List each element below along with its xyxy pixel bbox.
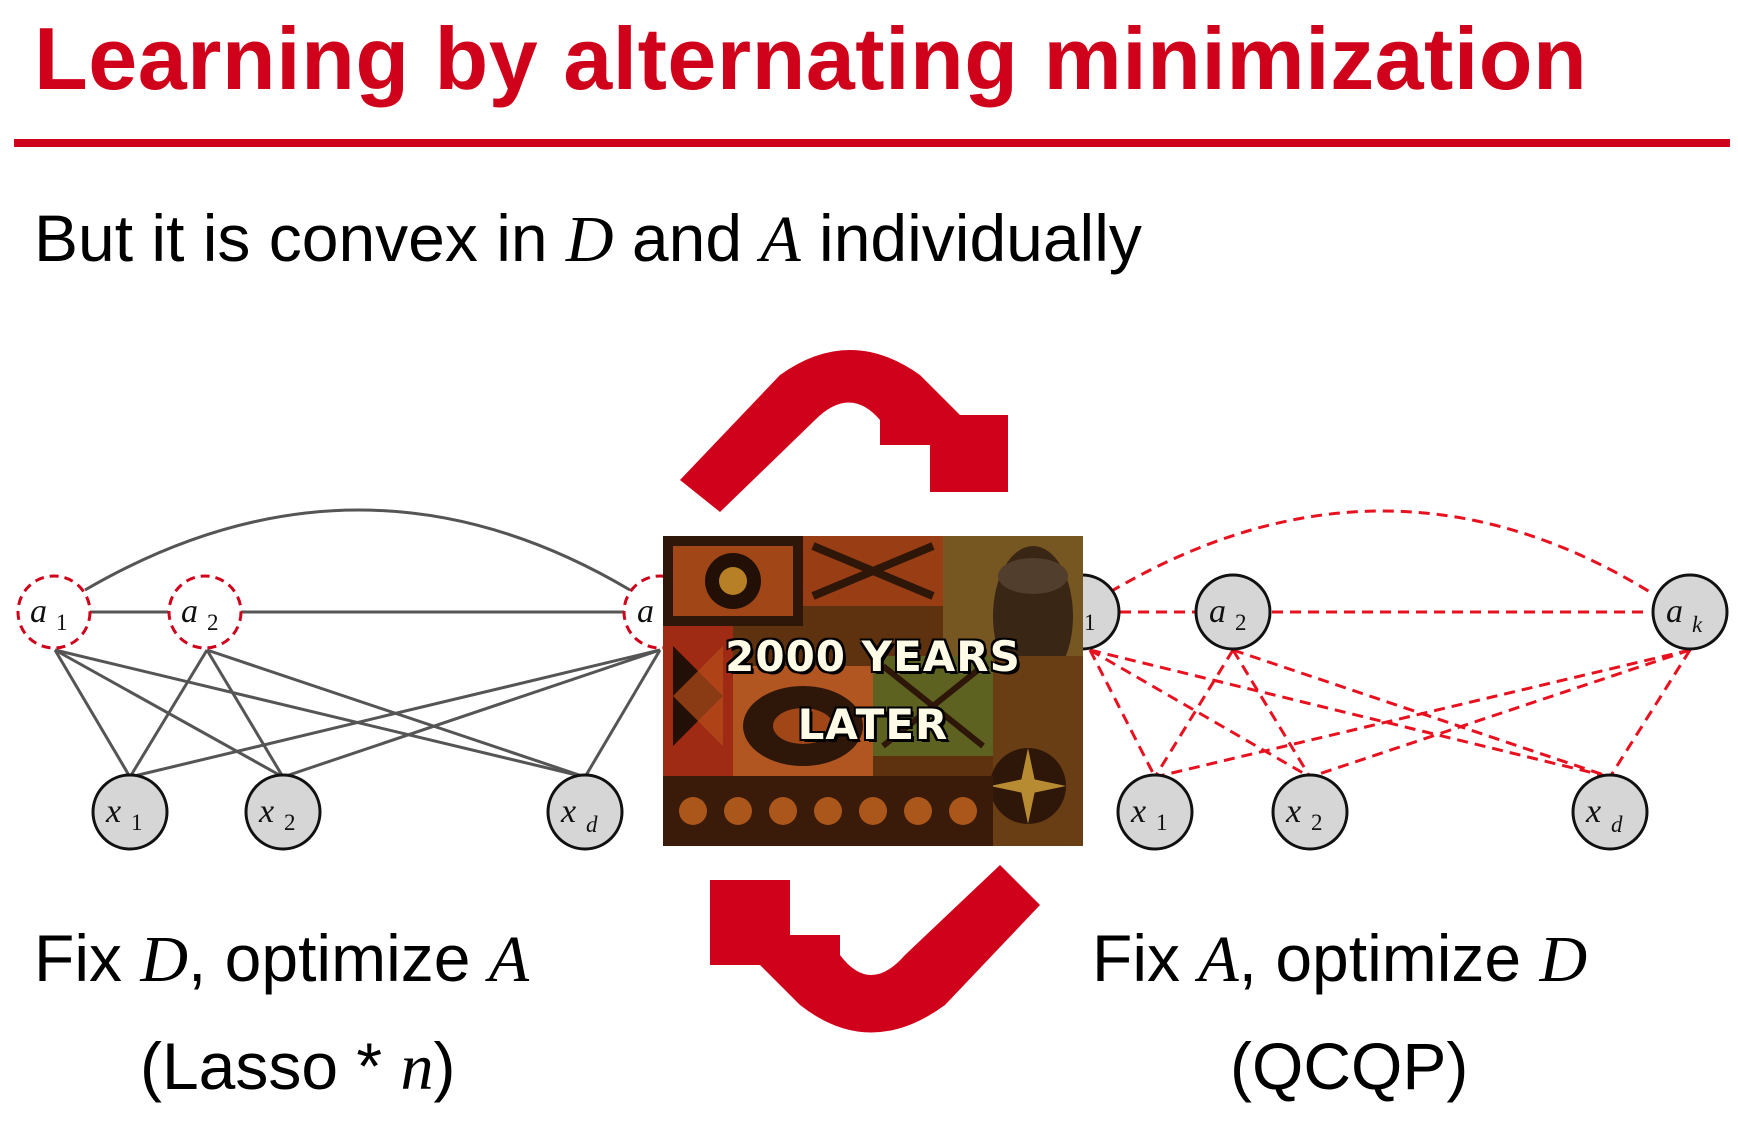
edge-r-ak-xd (1608, 649, 1692, 778)
svg-text:x: x (1285, 793, 1301, 830)
subtitle-var-a: A (760, 203, 801, 276)
right-caption-mid: , optimize (1238, 921, 1540, 995)
svg-text:x: x (560, 793, 576, 830)
edge-ak-x1 (129, 648, 661, 779)
subtitle: But it is convex in D and A individually (34, 200, 1142, 278)
svg-text:a: a (181, 593, 198, 630)
edge-r-a1-x2 (1089, 648, 1311, 779)
svg-text:1: 1 (1084, 610, 1096, 635)
svg-text:k: k (1692, 612, 1703, 637)
edge-r-a2-x2 (1231, 649, 1312, 778)
left-caption-line2-post: ) (433, 1029, 456, 1103)
right-graph-nodes: 1 a 2 a k x 1 x 2 (1043, 573, 1729, 851)
edge-r-ak-x2 (1309, 648, 1691, 779)
bottom-curved-arrow-icon (710, 865, 1040, 1033)
time-skip-banner-image: 2000 YEARS LATER (663, 536, 1083, 846)
edge-a2-x1 (128, 649, 209, 778)
edge-ak-xd (583, 649, 662, 778)
svg-text:2: 2 (1311, 810, 1323, 835)
right-node-x1: x 1 (1116, 773, 1194, 851)
left-node-xd: x d (546, 773, 624, 851)
right-graph-edges (1088, 509, 1692, 779)
right-node-ak: a k (1651, 573, 1729, 651)
svg-text:2: 2 (284, 810, 296, 835)
subtitle-text-pre: But it is convex in (34, 201, 566, 275)
svg-text:x: x (1130, 793, 1146, 830)
title-divider (14, 139, 1730, 147)
slide-title: Learning by alternating minimization (34, 9, 1588, 108)
edge-a1-xd (54, 648, 586, 779)
left-graph-edges (53, 508, 662, 779)
svg-text:a: a (1209, 593, 1226, 630)
left-caption-line-1: Fix D, optimize A (34, 920, 529, 998)
left-node-x1: x 1 (91, 773, 169, 851)
svg-text:a: a (637, 593, 654, 630)
svg-text:a: a (30, 593, 47, 630)
left-caption-mid: , optimize (188, 921, 489, 995)
left-node-a2: a 2 (167, 574, 243, 650)
right-node-a2: a 2 (1194, 573, 1272, 651)
edge-r-a2-x1 (1153, 649, 1235, 778)
svg-text:2: 2 (207, 610, 219, 635)
edge-ak-x2 (282, 648, 661, 779)
left-graph-nodes: a 1 a 2 a x 1 x 2 (16, 574, 698, 851)
edge-r-a1-x1 (1088, 649, 1157, 778)
right-caption-line-1: Fix A, optimize D (1092, 920, 1587, 998)
right-node-xd: x d (1571, 773, 1649, 851)
banner-text-line-2: LATER (797, 700, 949, 749)
svg-text:x: x (258, 793, 274, 830)
left-caption-line2-pre: (Lasso * (140, 1029, 401, 1103)
left-caption-line2-var: n (400, 1031, 434, 1104)
edge-a2-x2 (205, 649, 285, 778)
svg-text:d: d (1611, 812, 1623, 837)
tribal-pattern-background (663, 536, 1083, 846)
edge-r-a1-ak-curve (1109, 509, 1651, 594)
subtitle-text-post: individually (800, 201, 1142, 275)
left-caption-fixed-var: D (140, 923, 188, 996)
svg-text:d: d (586, 812, 598, 837)
right-caption-line-2: (QCQP) (1230, 1029, 1469, 1103)
top-curved-arrow-icon (680, 350, 1008, 512)
svg-text:2: 2 (1235, 610, 1247, 635)
subtitle-text-mid: and (613, 201, 761, 275)
right-caption-fixed-var: A (1198, 923, 1239, 996)
svg-text:x: x (1585, 793, 1601, 830)
right-node-x2: x 2 (1271, 773, 1349, 851)
svg-text:x: x (105, 793, 121, 830)
left-caption-opt-var: A (488, 923, 530, 996)
left-node-x2: x 2 (244, 773, 322, 851)
left-caption-pre: Fix (34, 921, 141, 995)
svg-text:1: 1 (56, 610, 68, 635)
subtitle-var-d: D (565, 203, 614, 276)
right-caption-opt-var: D (1539, 923, 1588, 996)
edge-r-ak-x1 (1154, 648, 1691, 779)
right-caption-pre: Fix (1092, 921, 1199, 995)
left-caption-line-2: (Lasso * n) (140, 1028, 455, 1106)
svg-text:1: 1 (131, 810, 143, 835)
edge-a1-ak-curve (84, 508, 631, 592)
svg-text:1: 1 (1156, 810, 1168, 835)
left-node-a1: a 1 (16, 574, 92, 650)
svg-text:a: a (1666, 593, 1683, 630)
banner-text-line-1: 2000 YEARS (725, 632, 1021, 681)
edge-a1-x1 (53, 649, 132, 778)
